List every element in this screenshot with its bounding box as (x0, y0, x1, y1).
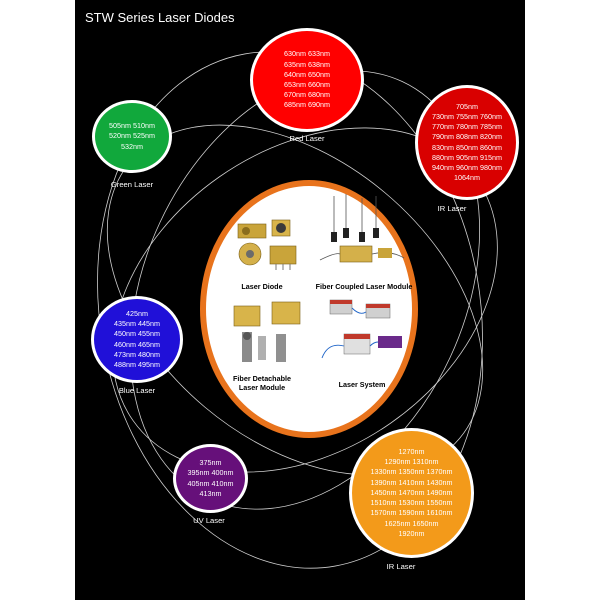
wavelength-line: 1330nm 1350nm 1370nm (370, 467, 453, 477)
product-label-fiber-coupled: Fiber Coupled Laser Module (315, 282, 413, 291)
fiber-detachable-module-image (233, 301, 301, 362)
caption-ir-laser-bottom: IR Laser (386, 562, 416, 571)
wavelength-line: 1510nm 1530nm 1550nm (370, 498, 453, 508)
caption-red-laser: Red Laser (289, 134, 325, 143)
wavelength-line: 1270nm (398, 447, 425, 457)
wavelength-line: 880nm 905nm 915nm (432, 152, 502, 162)
wavelength-line: 473nm 480nm (114, 349, 160, 359)
wavelength-line: 685nm 690nm (284, 100, 330, 110)
wavelength-line: 505nm 510nm (109, 121, 155, 131)
caption-green-laser: Green Laser (110, 180, 154, 189)
caption-ir-laser-top: IR Laser (437, 204, 467, 213)
fiber-coupled-module-image (319, 194, 405, 263)
wavelength-line: 460nm 465nm (114, 339, 160, 349)
wavelength-line: 630nm 633nm (284, 49, 330, 59)
wavelength-line: 450nm 455nm (114, 329, 160, 339)
wavelength-line: 1064nm (454, 173, 480, 183)
laser-system-image (321, 299, 402, 359)
product-label-laser-system: Laser System (338, 380, 386, 389)
wavelength-line: 940nm 960nm 980nm (432, 162, 502, 172)
wavelength-line: 1570nm 1590nm 1610nm (370, 508, 453, 518)
wavelength-line: 520nm 525nm (109, 131, 155, 141)
wavelength-line: 770nm 780nm 785nm (432, 122, 502, 132)
wavelength-line: 405nm 410nm (187, 478, 234, 488)
wavelength-line: 435nm 445nm (114, 319, 160, 329)
wavelength-line: 1920nm (398, 528, 425, 538)
wavelength-line: 375nm (199, 458, 222, 468)
product-label-fiber-detachable-line-2: Laser Module (238, 383, 286, 392)
wavelength-line: 532nm (121, 141, 143, 151)
wavelength-line: 413nm (199, 488, 222, 498)
wavelength-line: 1290nm 1310nm (384, 457, 439, 467)
wavelength-line: 830nm 850nm 860nm (432, 142, 502, 152)
wavelength-line: 425nm (126, 308, 148, 318)
wavelength-line: 1625nm 1650nm (384, 518, 439, 528)
product-label-laser-diode: Laser Diode (241, 282, 283, 291)
wavelength-line: 1390nm 1410nm 1430nm (370, 477, 453, 487)
wavelength-line: 1450nm 1470nm 1490nm (370, 487, 453, 497)
wavelength-line: 488nm 495nm (114, 359, 160, 369)
laser-diode-image (237, 219, 297, 270)
wavelength-line: 670nm 680nm (284, 90, 330, 100)
page-title: STW Series Laser Diodes (85, 10, 235, 25)
wavelength-line: 635nm 638nm (284, 59, 330, 69)
wavelength-line: 790nm 808nm 820nm (432, 132, 502, 142)
product-label-fiber-detachable: Fiber Detachable Laser Module (233, 374, 291, 392)
caption-blue-laser: Blue Laser (118, 386, 156, 395)
product-label-fiber-detachable-line-1: Fiber Detachable (233, 374, 291, 383)
wavelength-line: 395nm 400nm (187, 468, 234, 478)
wavelength-line: 653nm 660nm (284, 80, 330, 89)
wavelength-line: 730nm 755nm 760nm (432, 111, 502, 121)
caption-uv-laser: UV Laser (193, 516, 225, 525)
products-circle: Laser Diode Fiber Coupled Laser Module (200, 180, 418, 438)
wavelength-line: 705nm (456, 101, 478, 111)
wavelength-line: 640nm 650nm (284, 69, 330, 79)
